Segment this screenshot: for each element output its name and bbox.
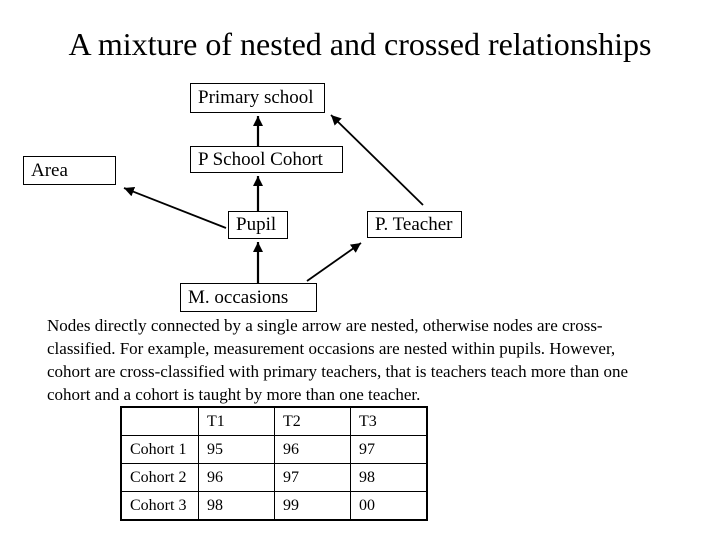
table-cell: 97 bbox=[274, 463, 351, 492]
explanation-line-1: Nodes directly connected by a single arr… bbox=[47, 316, 603, 335]
node-m-occasions: M. occasions bbox=[180, 283, 317, 312]
table-header-empty bbox=[120, 406, 199, 436]
row-header-cell: Cohort 3 bbox=[120, 491, 199, 521]
table-cell: 00 bbox=[350, 491, 428, 521]
node-area: Area bbox=[23, 156, 116, 185]
node-primary-school-label: Primary school bbox=[198, 87, 314, 108]
explanation-text: Nodes directly connected by a single arr… bbox=[47, 314, 697, 406]
table-header-t1: T1 bbox=[198, 406, 275, 436]
node-area-label: Area bbox=[31, 159, 68, 181]
arrow-m-occasions-to-p-teacher bbox=[306, 242, 362, 282]
table-cell: 98 bbox=[198, 491, 275, 521]
cohort-teacher-table: T1 T2 T3 Cohort 1 95 96 97 Cohort 2 96 9… bbox=[120, 406, 428, 521]
table-cell: 96 bbox=[198, 463, 275, 492]
node-m-occasions-label: M. occasions bbox=[188, 286, 289, 308]
table-row-cohort-2: Cohort 2 96 97 98 bbox=[120, 463, 428, 492]
table-header-t2: T2 bbox=[274, 406, 351, 436]
explanation-line-2: classified. For example, measurement occ… bbox=[47, 339, 616, 358]
node-pupil: Pupil bbox=[228, 211, 288, 239]
node-p-school-cohort: P School Cohort bbox=[190, 146, 343, 173]
row-header-cell: Cohort 2 bbox=[120, 463, 199, 492]
table-cell: 96 bbox=[274, 435, 351, 464]
table-cell: 95 bbox=[198, 435, 275, 464]
table-cell: 97 bbox=[350, 435, 428, 464]
node-p-teacher: P. Teacher bbox=[367, 211, 462, 238]
table-header-t3: T3 bbox=[350, 406, 428, 436]
table-row-cohort-1: Cohort 1 95 96 97 bbox=[120, 435, 428, 464]
arrow-p-teacher-to-primary-school bbox=[330, 114, 424, 206]
table-cell: 98 bbox=[350, 463, 428, 492]
arrow-pupil-to-area bbox=[123, 186, 227, 229]
node-p-teacher-label: P. Teacher bbox=[375, 213, 453, 235]
table-header-row: T1 T2 T3 bbox=[120, 406, 428, 436]
row-header-cell: Cohort 1 bbox=[120, 435, 199, 464]
node-p-school-cohort-label: P School Cohort bbox=[198, 148, 323, 170]
explanation-line-4: cohort and a cohort is taught by more th… bbox=[47, 385, 421, 404]
table-cell: 99 bbox=[274, 491, 351, 521]
table-row-cohort-3: Cohort 3 98 99 00 bbox=[120, 491, 428, 521]
slide-title: A mixture of nested and crossed relation… bbox=[68, 26, 652, 62]
node-pupil-label: Pupil bbox=[236, 214, 277, 235]
node-primary-school: Primary school bbox=[190, 83, 325, 113]
explanation-line-3: cohort are cross-classified with primary… bbox=[47, 362, 629, 381]
